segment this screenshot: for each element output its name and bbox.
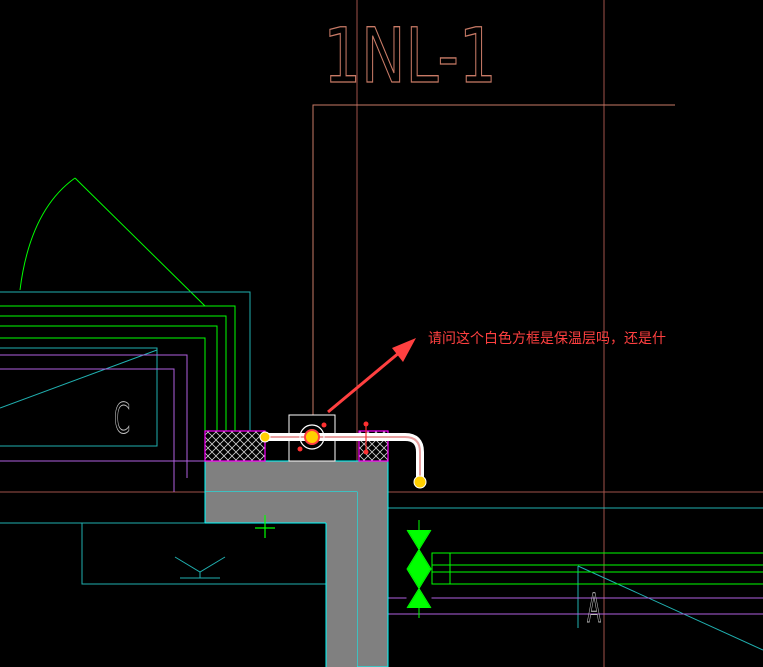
annotation-text: 请问这个白色方框是保温层吗，还是什: [428, 330, 666, 347]
equipment-tag: 1NL-1: [323, 13, 496, 101]
annotation-arrow: [327, 338, 416, 414]
sensor-core: [304, 429, 320, 445]
elevation-marker: [174, 556, 226, 579]
tag-leader: [312, 104, 675, 415]
ground-symbol: [255, 515, 275, 538]
pipe-end-left: [259, 431, 271, 443]
pipe-runs-right: [430, 552, 763, 585]
wall-outline-green: [0, 305, 236, 431]
wall-outline-purple: [0, 354, 763, 615]
side-label-left: C: [114, 395, 130, 443]
sensor-ring: [299, 424, 325, 450]
valve-symbol[interactable]: [406, 520, 432, 618]
door-swing: [19, 177, 206, 307]
pipe[interactable]: [259, 421, 427, 489]
concrete-wall-lower: [205, 492, 357, 667]
insulation-block-left: [204, 430, 266, 462]
pipe-end-bottom: [413, 475, 427, 489]
side-label-right: A: [587, 587, 601, 633]
